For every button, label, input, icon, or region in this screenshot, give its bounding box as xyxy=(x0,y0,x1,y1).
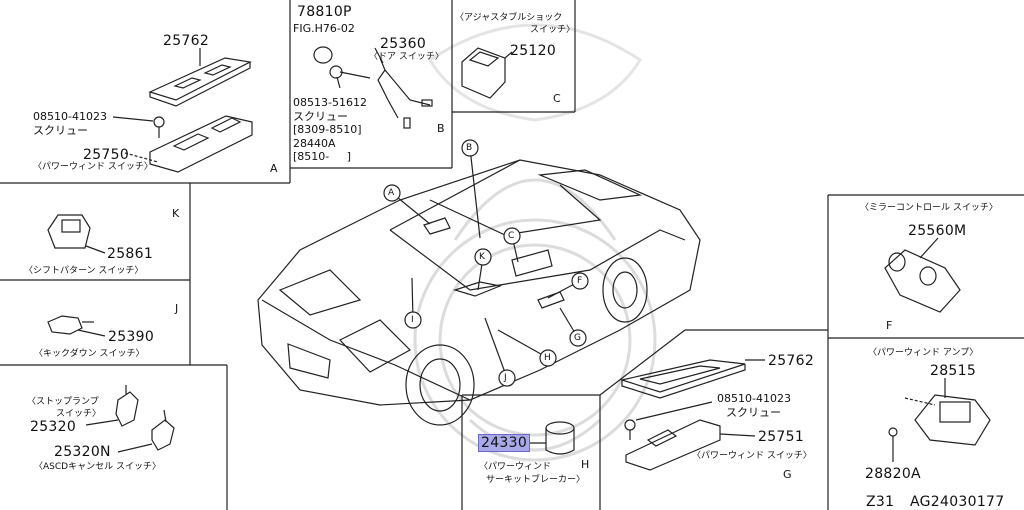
panel-amp-caption: 〈パワーウィンド アンプ〉 xyxy=(868,348,979,358)
callout-h: H xyxy=(544,353,551,363)
panel-c-caption-1: 〈アジャスタブルショック xyxy=(455,13,563,23)
callout-g: G xyxy=(574,333,581,343)
panel-b-switch-part: 25360 xyxy=(380,36,427,52)
panel-amp-part-2: 28820A xyxy=(865,466,921,482)
panel-h-letter: H xyxy=(581,458,590,471)
panel-c-letter: C xyxy=(553,92,561,105)
panel-stop-caption-2: スイッチ〉 xyxy=(56,409,102,419)
panel-b-part-2: 28440A xyxy=(293,137,336,150)
callout-j: J xyxy=(504,373,507,383)
callout-f: F xyxy=(577,276,583,286)
panel-c-part: 25120 xyxy=(510,43,557,59)
callout-c: C xyxy=(508,231,515,241)
panel-g-screw-number: 08510-41023 xyxy=(717,392,791,405)
panel-a-part-top: 25762 xyxy=(163,33,210,49)
panel-f-caption: 〈ミラーコントロール スイッチ〉 xyxy=(860,203,998,213)
panel-a-part-switch: 25750 xyxy=(83,147,130,163)
car-callout-circles xyxy=(383,139,589,387)
panel-f-letter: F xyxy=(886,319,893,332)
panel-j-letter: J xyxy=(175,302,179,315)
panel-j-caption: 〈キックダウン スイッチ〉 xyxy=(34,349,145,359)
panel-a-letter: A xyxy=(270,162,278,175)
watermark-fan xyxy=(427,23,643,122)
panel-h-caption-2: サーキットブレーカー〉 xyxy=(486,475,586,485)
panel-g-letter: G xyxy=(783,468,792,481)
panel-k-letter: K xyxy=(172,207,180,220)
panel-f-part xyxy=(884,237,961,313)
panel-g-screw-label: スクリュー xyxy=(726,406,781,419)
callout-i: I xyxy=(411,315,414,325)
footer-code: AG24030177 xyxy=(910,494,1005,510)
panel-k-part: 25861 xyxy=(107,246,154,262)
panel-g-part-switch: 25751 xyxy=(758,429,805,445)
panel-b-screw-range: [8309-8510] xyxy=(293,123,362,136)
panel-k-part xyxy=(47,214,106,254)
panel-stop-part-1: 25320 xyxy=(30,419,77,435)
panel-b-fig-ref: FIG.H76-02 xyxy=(293,22,355,35)
panel-amp-part-1: 28515 xyxy=(930,363,977,379)
callout-a: A xyxy=(388,188,395,198)
panel-f-part: 25560M xyxy=(908,223,967,239)
panel-b-fig-part: 78810P xyxy=(297,4,352,20)
panel-stop-parts xyxy=(85,385,175,453)
panel-h-part-highlighted[interactable]: 24330 xyxy=(478,434,531,452)
panel-amp-parts xyxy=(888,378,991,462)
panel-b-screw-label: スクリュー xyxy=(293,110,348,123)
panel-b-part-2-range: [8510- ] xyxy=(293,150,352,163)
panel-a-screw-label: スクリュー xyxy=(33,124,88,137)
panel-k-caption: 〈シフトパターン スイッチ〉 xyxy=(24,266,144,276)
car-outline xyxy=(257,159,701,426)
panel-g-parts xyxy=(619,359,765,471)
panel-j-part: 25390 xyxy=(108,329,155,345)
footer-model: Z31 xyxy=(866,494,895,510)
panel-a-parts xyxy=(112,48,253,173)
panel-g-border xyxy=(599,329,686,396)
watermark-logo xyxy=(413,178,657,462)
panel-stop-caption-3: 〈ASCDキャンセル スイッチ〉 xyxy=(34,462,161,472)
callout-b: B xyxy=(466,143,473,153)
panel-c-caption-2: スイッチ〉 xyxy=(530,25,576,35)
panel-h-caption-1: 〈パワーウィンド xyxy=(479,462,552,472)
panel-g-caption: 〈パワーウィンド スイッチ〉 xyxy=(692,451,812,461)
panel-b-letter: B xyxy=(437,122,445,135)
panel-a-caption: 〈パワーウィンド スイッチ〉 xyxy=(33,162,153,172)
panel-stop-caption-1: 〈ストップランプ xyxy=(27,397,99,407)
panel-g-part-top: 25762 xyxy=(768,353,815,369)
panel-stop-part-2: 25320N xyxy=(54,444,111,460)
panel-a-screw-number: 08510-41023 xyxy=(33,110,107,123)
panel-b-parts xyxy=(313,46,433,129)
panel-b-screw-number: 08513-51612 xyxy=(293,96,367,109)
callout-k: K xyxy=(479,252,485,262)
panel-b-switch-caption: 〈ドア スイッチ〉 xyxy=(369,52,444,62)
panel-c-part xyxy=(461,47,513,99)
panel-j-part xyxy=(47,315,106,337)
